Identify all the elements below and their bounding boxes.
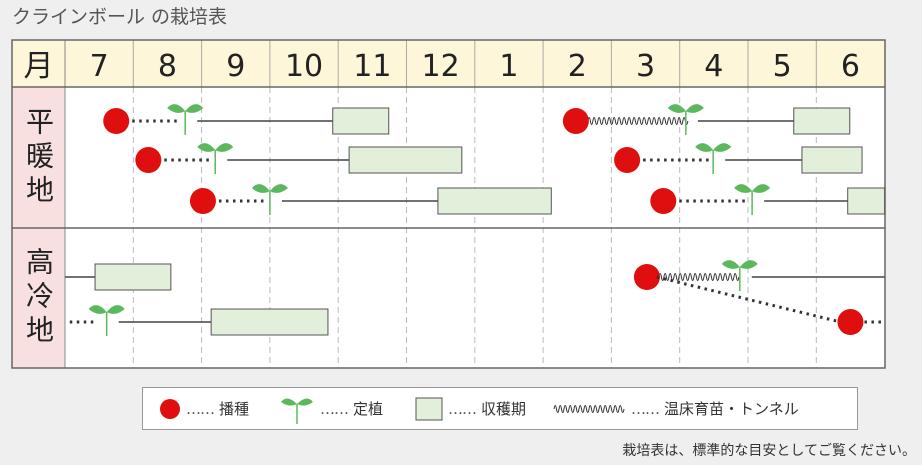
legend-harvest-label: 収穫期	[481, 400, 527, 418]
month-label-10: 10	[285, 49, 323, 84]
dots: ……	[320, 399, 349, 418]
harvest-box	[847, 187, 886, 215]
seed-icon	[160, 398, 180, 419]
month-label-6: 6	[841, 49, 860, 84]
harvest-box	[793, 107, 851, 135]
seedling-icon	[667, 104, 704, 135]
month-label-12: 12	[422, 49, 460, 84]
month-label-3: 3	[636, 49, 655, 84]
region-label-warm: 平暖地	[22, 106, 55, 209]
wave-icon	[553, 404, 625, 413]
seedling-icon	[734, 184, 771, 215]
harvest-box-icon	[415, 397, 443, 420]
harvest-box	[332, 107, 390, 135]
seed-marker	[189, 188, 216, 214]
seed-marker	[633, 264, 660, 290]
seed-marker	[614, 147, 641, 173]
seed-marker	[135, 147, 162, 173]
seedling-icon	[281, 397, 314, 424]
harvest-box	[210, 308, 329, 336]
seedling-icon	[88, 305, 125, 336]
page-title: クラインボール の栽培表	[12, 6, 228, 28]
harvest-box	[94, 263, 172, 291]
header-row	[12, 40, 885, 87]
legend-sow: ……播種	[159, 398, 249, 420]
footnote: 栽培表は、標準的な目安としてご覧ください。	[622, 443, 916, 459]
seed-marker	[562, 108, 589, 134]
seedling-icon	[197, 143, 234, 174]
month-label-8: 8	[158, 49, 177, 84]
month-label-1: 1	[499, 49, 518, 84]
legend-plant: ……定植	[279, 394, 383, 424]
month-label-7: 7	[90, 49, 109, 84]
month-label-5: 5	[773, 49, 792, 84]
dots: ……	[448, 399, 477, 418]
harvest-box	[437, 187, 552, 215]
legend-tunnel: ……温床育苗・トンネル	[552, 398, 799, 419]
legend-tunnel-label: 温床育苗・トンネル	[664, 400, 799, 418]
seedling-icon	[721, 260, 758, 291]
dots: ……	[631, 399, 660, 418]
legend: ……播種 ……定植 ……収穫期 ……温床育苗・トンネル	[142, 387, 858, 430]
seedling-icon	[695, 143, 732, 174]
month-label-11: 11	[353, 49, 391, 84]
month-label-2: 2	[568, 49, 587, 84]
legend-plant-label: 定植	[353, 400, 384, 418]
seedling-icon	[251, 184, 288, 215]
seed-marker	[103, 108, 130, 134]
harvest-box	[348, 146, 463, 174]
harvest-box	[801, 146, 863, 174]
header-label: 月	[24, 49, 54, 84]
dots: ……	[186, 399, 215, 418]
seedling-icon	[167, 104, 204, 135]
month-label-4: 4	[704, 49, 723, 84]
seed-marker	[650, 188, 677, 214]
legend-sow-label: 播種	[219, 400, 250, 418]
legend-harvest: ……収穫期	[415, 397, 526, 421]
region-label-cold: 高冷地	[22, 247, 55, 349]
seed-marker	[837, 309, 864, 335]
month-label-9: 9	[226, 49, 245, 84]
tunnel-wave	[587, 117, 689, 125]
